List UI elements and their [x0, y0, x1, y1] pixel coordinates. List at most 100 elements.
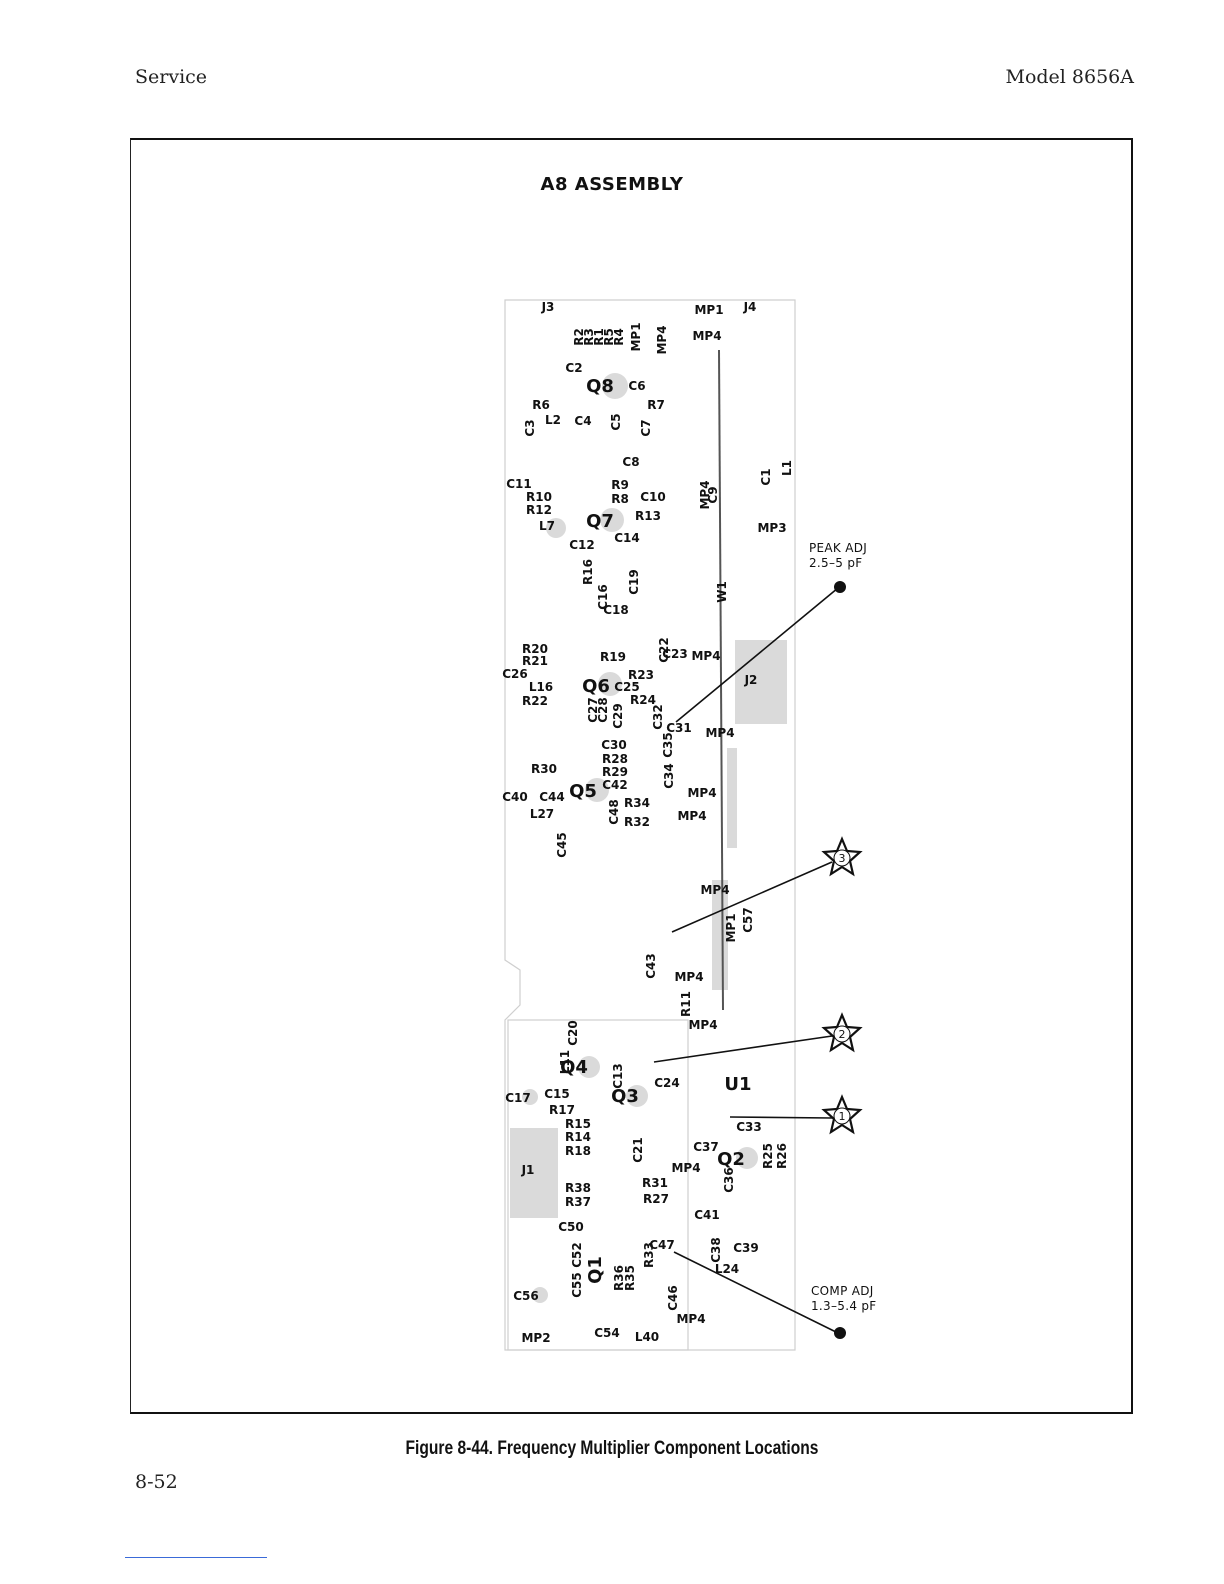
component-label-mp4: MP4 [705, 726, 734, 740]
component-label-c2: C2 [565, 361, 582, 375]
comp-adj-label: COMP ADJ [811, 1284, 874, 1298]
component-label-r15: R15 [565, 1117, 591, 1131]
component-label-c55: C55 [570, 1272, 584, 1298]
component-label-r13: R13 [635, 509, 661, 523]
component-label-q1: Q1 [585, 1256, 606, 1284]
component-label-r36: R36 [612, 1265, 626, 1291]
component-label-r27: R27 [643, 1192, 669, 1206]
component-label-r10: R10 [526, 490, 552, 504]
component-label-c20: C20 [566, 1020, 580, 1046]
component-label-q8: Q8 [586, 376, 614, 397]
figure-frame [130, 138, 1133, 1414]
component-label-j1: J1 [521, 1163, 535, 1177]
component-label-c21: C21 [631, 1137, 645, 1163]
component-label-c19: C19 [627, 569, 641, 595]
figure-caption: Figure 8-44. Frequency Multiplier Compon… [405, 1438, 819, 1459]
component-label-c1: C1 [759, 468, 773, 485]
component-label-r1: R1 [592, 328, 606, 346]
assembly-title: A8 ASSEMBLY [540, 174, 684, 195]
component-label-c28: C28 [596, 697, 610, 723]
component-label-r11: R11 [679, 991, 693, 1017]
component-label-l1: L1 [780, 460, 794, 476]
component-label-c9: C9 [706, 486, 720, 503]
component-label-mp3: MP3 [757, 521, 786, 535]
component-label-c7: C7 [639, 419, 653, 436]
component-label-c34: C34 [662, 763, 676, 789]
component-label-j2: J2 [744, 673, 758, 687]
component-label-r24: R24 [630, 693, 656, 707]
component-label-c35: C35 [661, 732, 675, 758]
component-label-r7: R7 [647, 398, 665, 412]
component-label-mp4: MP4 [698, 480, 712, 509]
component-label-c36: C36 [722, 1167, 736, 1193]
component-label-r22: R22 [522, 694, 548, 708]
component-label-r3: R3 [582, 328, 596, 346]
component-label-mp1: MP1 [724, 913, 738, 942]
component-label-c32: C32 [651, 704, 665, 730]
component-label-r35: R35 [623, 1265, 637, 1291]
component-label-mp4: MP4 [655, 325, 669, 354]
component-label-c37: C37 [693, 1140, 719, 1154]
component-label-c27: C27 [586, 697, 600, 723]
comp-adj-range: 1.3–5.4 pF [811, 1299, 877, 1313]
component-label-l7: L7 [539, 519, 555, 533]
component-label-mp4: MP4 [674, 970, 703, 984]
footer-rule [125, 1557, 267, 1558]
component-label-mp1: MP1 [694, 303, 723, 317]
component-label-c18: C18 [603, 603, 629, 617]
component-label-r30: R30 [531, 762, 557, 776]
component-label-r18: R18 [565, 1144, 591, 1158]
circuit-board-outline [504, 299, 796, 1351]
component-label-l2: L2 [545, 413, 561, 427]
component-label-c45: C45 [555, 832, 569, 858]
running-header-model: Model 8656A [1005, 66, 1135, 88]
component-label-c5: C5 [609, 413, 623, 430]
component-label-l40: L40 [635, 1330, 659, 1344]
component-label-r6: R6 [532, 398, 550, 412]
component-label-c29: C29 [611, 703, 625, 729]
component-label-l27: L27 [530, 807, 554, 821]
component-label-c46: C46 [666, 1285, 680, 1311]
component-label-c38: C38 [709, 1237, 723, 1263]
component-label-mp4: MP4 [700, 883, 729, 897]
component-label-c40: C40 [502, 790, 528, 804]
component-label-r33: R33 [642, 1242, 656, 1268]
component-label-u1: U1 [724, 1074, 751, 1095]
component-label-c50: C50 [558, 1220, 584, 1234]
component-label-c48: C48 [607, 799, 621, 825]
component-label-mp4: MP4 [677, 809, 706, 823]
component-label-mp4: MP4 [687, 786, 716, 800]
component-label-r32: R32 [624, 815, 650, 829]
component-label-l11: L11 [558, 1050, 572, 1074]
component-label-r16: R16 [581, 559, 595, 585]
component-label-r17: R17 [549, 1103, 575, 1117]
component-label-mp4: MP4 [688, 1018, 717, 1032]
component-label-r38: R38 [565, 1181, 591, 1195]
component-label-r28: R28 [602, 752, 628, 766]
component-label-c8: C8 [622, 455, 639, 469]
component-label-c41: C41 [694, 1208, 720, 1222]
test-point-2-star-icon: 2 [821, 1012, 863, 1053]
component-label-c43: C43 [644, 953, 658, 979]
component-label-c10: C10 [640, 490, 666, 504]
peak-adj-point [834, 581, 846, 593]
component-label-r31: R31 [642, 1176, 668, 1190]
leader-lines [653, 587, 839, 1334]
component-label-mp4: MP4 [692, 329, 721, 343]
component-label-mp4: MP4 [671, 1161, 700, 1175]
component-label-r26: R26 [775, 1143, 789, 1169]
component-label-c26: C26 [502, 667, 528, 681]
test-point-3-label: 3 [839, 852, 846, 865]
test-point-2-label: 2 [839, 1028, 846, 1041]
component-label-mp4: MP4 [676, 1312, 705, 1326]
component-label-r19: R19 [600, 650, 626, 664]
component-label-r12: R12 [526, 503, 552, 517]
component-label-r4: R4 [612, 328, 626, 346]
component-label-mp2: MP2 [521, 1331, 550, 1345]
component-label-r37: R37 [565, 1195, 591, 1209]
component-label-r23: R23 [628, 668, 654, 682]
test-point-3-star-icon: 3 [821, 836, 863, 877]
component-label-q7: Q7 [586, 511, 614, 532]
component-label-c16: C16 [596, 584, 610, 610]
